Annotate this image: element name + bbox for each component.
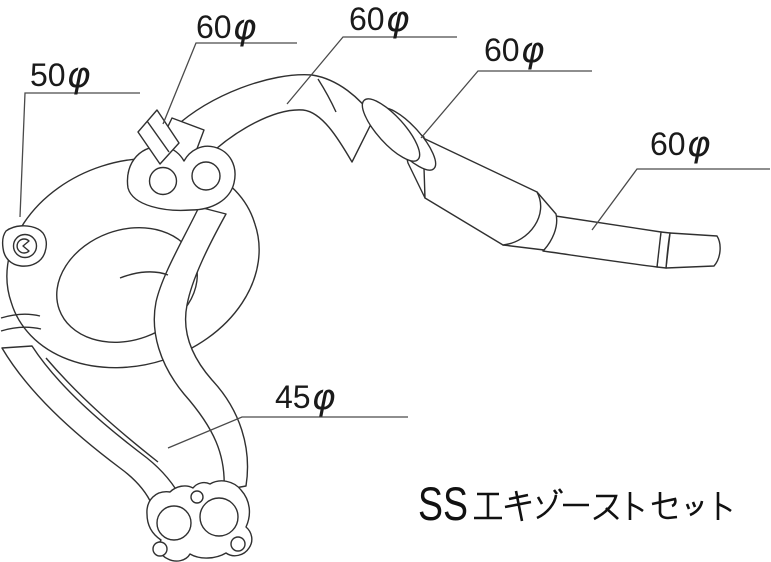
phi-symbol: φ	[311, 377, 336, 418]
flange-port	[156, 505, 192, 541]
diameter-label-60-d: 60φ	[650, 124, 711, 165]
leader-lines	[19, 36, 770, 449]
tail-pipe-end	[665, 232, 721, 269]
phi-symbol: φ	[686, 124, 711, 165]
leader-line-60-b	[286, 36, 457, 105]
diameter-value: 60	[196, 9, 232, 45]
diameter-label-60-c: 60φ	[484, 30, 545, 71]
product-title-art: SS	[418, 477, 732, 530]
converter-body	[422, 137, 542, 246]
pipe-edge-line	[45, 357, 159, 463]
phi-symbol: φ	[232, 7, 257, 48]
leader-line-60-c	[420, 70, 592, 139]
diameter-label-60-a: 60φ	[196, 7, 257, 48]
phi-symbol: φ	[520, 30, 545, 71]
product-title-latin: SS	[418, 477, 468, 530]
flange-port	[199, 497, 239, 537]
diameter-label-45: 45φ	[275, 377, 336, 418]
slip-band	[0, 313, 42, 332]
product-title: SS エキゾーストセット	[416, 484, 756, 528]
bolt-hole	[152, 541, 168, 557]
diameter-value: 60	[484, 32, 520, 68]
tail-pipe-body	[542, 214, 662, 268]
diameter-value: 60	[650, 126, 686, 162]
oxygen-sensor-boss	[1, 225, 47, 267]
leader-line-60-d	[591, 168, 770, 231]
flange-port	[191, 161, 221, 191]
phi-symbol: φ	[385, 0, 410, 40]
flange-port	[148, 166, 178, 196]
product-title-kana-art	[474, 488, 732, 522]
exhaust-manifold	[0, 109, 260, 562]
diameter-value: 60	[349, 1, 385, 37]
diameter-value: 50	[30, 57, 66, 93]
bolt-hole	[230, 536, 246, 552]
pipe-clamp	[137, 109, 180, 165]
pipe-crossing-seam	[119, 271, 169, 279]
tail-pipe	[542, 214, 721, 269]
down-pipe	[1, 345, 183, 506]
joint-disc-front	[361, 98, 421, 162]
diameter-value: 45	[275, 379, 311, 415]
leader-line-60-a	[162, 42, 297, 125]
manifold-flange	[126, 145, 236, 212]
leader-line-50	[19, 92, 140, 218]
bolt-hole	[190, 490, 204, 504]
phi-symbol: φ	[66, 55, 91, 96]
weld-seam-line	[317, 78, 337, 113]
lower-flange	[146, 480, 253, 562]
sensor-port	[16, 238, 30, 254]
diameter-label-60-b: 60φ	[349, 0, 410, 40]
leader-line-45	[167, 416, 408, 449]
diameter-label-50: 50φ	[30, 55, 91, 96]
flange-joint-discs	[361, 98, 437, 171]
